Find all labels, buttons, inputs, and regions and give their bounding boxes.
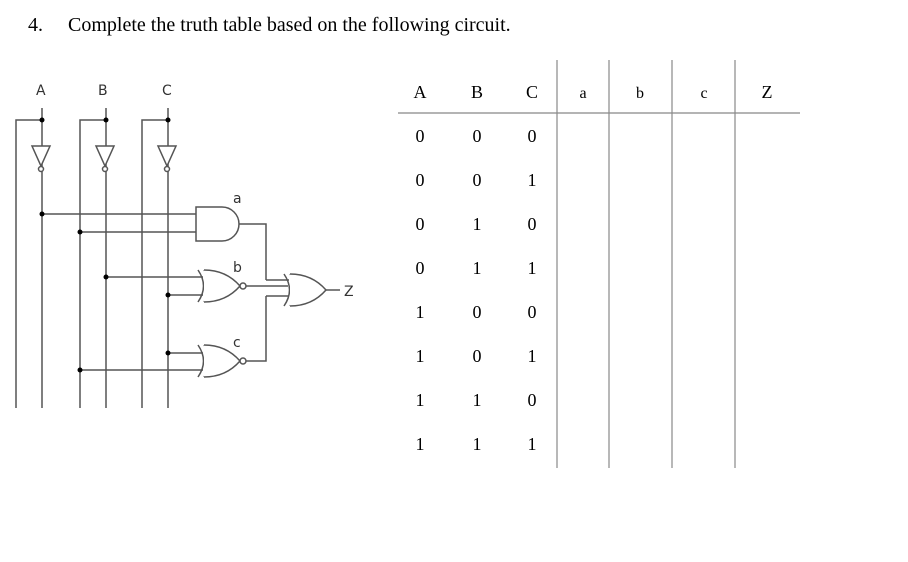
- table-cell: 1: [473, 214, 482, 234]
- table-cell: 1: [473, 258, 482, 278]
- table-cell: 0: [528, 302, 537, 322]
- column-header-a: a: [579, 85, 586, 102]
- table-cell: 1: [528, 434, 537, 454]
- table-cell: 1: [416, 434, 425, 454]
- table-cell: 1: [528, 258, 537, 278]
- table-cell: 1: [416, 346, 425, 366]
- table-cell: 0: [473, 346, 482, 366]
- column-header-b: b: [636, 85, 644, 102]
- table-cell: 1: [528, 170, 537, 190]
- table-cell: 1: [416, 302, 425, 322]
- table-cell: 0: [473, 170, 482, 190]
- table-cell: 0: [416, 258, 425, 278]
- table-cell: 0: [416, 170, 425, 190]
- gate-label-a: a: [233, 191, 242, 207]
- input-label-b: B: [98, 83, 108, 99]
- gate-label-c: c: [233, 335, 241, 351]
- question-prompt: 4. Complete the truth table based on the …: [28, 14, 511, 37]
- table-cell: 0: [528, 126, 537, 146]
- logic-circuit-diagram: A B C: [15, 83, 354, 408]
- table-cell: 1: [473, 390, 482, 410]
- table-cell: 1: [528, 346, 537, 366]
- column-header-c: C: [526, 82, 538, 102]
- table-cell: 0: [528, 390, 537, 410]
- column-header-b: B: [471, 82, 483, 102]
- gate-label-b: b: [233, 260, 242, 276]
- table-cell: 0: [528, 214, 537, 234]
- question-number: 4.: [28, 14, 43, 36]
- column-header-z: Z: [762, 82, 773, 102]
- column-header-a: A: [414, 82, 427, 102]
- circuit-wiring: [15, 108, 340, 408]
- column-header-c: c: [700, 85, 707, 102]
- table-cell: 0: [416, 126, 425, 146]
- table-cell: 0: [416, 214, 425, 234]
- table-cell: 0: [473, 302, 482, 322]
- truth-table-grid: [398, 60, 800, 468]
- table-cell: 1: [416, 390, 425, 410]
- wire-junction-dots: [39, 117, 171, 373]
- table-cell: 1: [473, 434, 482, 454]
- output-label-z: Z: [344, 284, 354, 300]
- question-text: Complete the truth table based on the fo…: [68, 14, 511, 36]
- input-label-c: C: [162, 83, 172, 99]
- table-cell: 0: [473, 126, 482, 146]
- input-label-a: A: [36, 83, 46, 99]
